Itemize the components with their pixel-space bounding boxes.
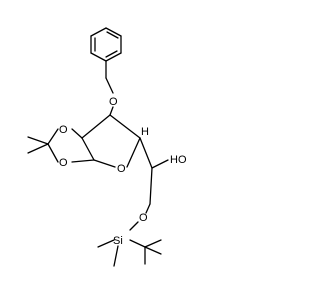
tbs-group xyxy=(97,239,162,267)
benzyl-linker xyxy=(105,60,114,94)
molecule-structure: O O O O HO H O Si xyxy=(27,27,187,267)
stereo-hydrogen-label: H xyxy=(141,126,149,138)
silicon-label: Si xyxy=(113,235,123,247)
hydroxyl-label: HO xyxy=(170,154,187,166)
furanose-ring xyxy=(81,106,141,168)
structure-canvas: O O O O HO H O Si xyxy=(27,27,187,267)
benzene-ring xyxy=(90,27,122,62)
ring-oxygen-label: O xyxy=(117,163,126,175)
dioxolane-lower-oxygen-label: O xyxy=(59,157,68,169)
side-chain xyxy=(129,137,169,231)
benzyl-oxygen-label: O xyxy=(109,96,118,108)
dioxolane-upper-oxygen-label: O xyxy=(59,124,68,136)
silyl-ether-oxygen-label: O xyxy=(139,212,148,224)
dioxolane-ring xyxy=(27,128,95,163)
